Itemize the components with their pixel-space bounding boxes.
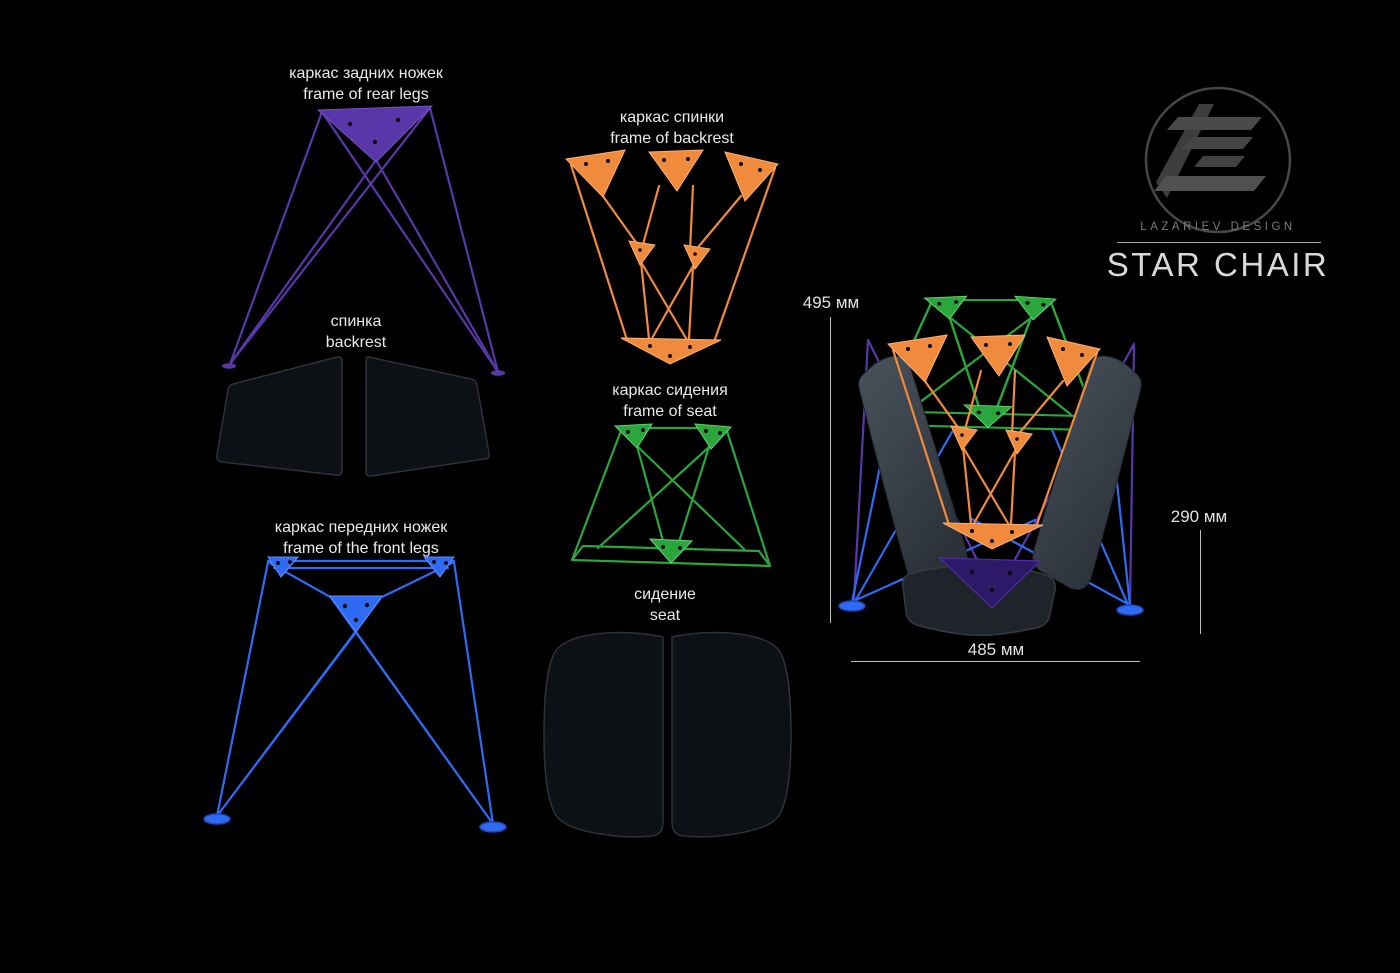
- label-seat-en: seat: [649, 606, 681, 624]
- seat-panel-left: [543, 631, 664, 838]
- dim-backrest-height-label: 290 мм: [1170, 507, 1228, 526]
- rear-legs-frame-drawing: [222, 105, 505, 376]
- rear-leg-foot-right: [491, 370, 505, 376]
- label-backrest: спинка backrest: [326, 312, 386, 354]
- brand-product-title: STAR CHAIR: [1106, 246, 1330, 283]
- logo-circle: [1144, 86, 1292, 234]
- dim-height-line: [830, 317, 831, 623]
- label-backrest-frame: каркас спинки frame of backrest: [610, 108, 734, 150]
- dim-backrest-height-line: [1200, 530, 1201, 634]
- label-seat: сидение seat: [634, 585, 696, 627]
- label-rear-legs-ru: каркас задних ножек: [289, 65, 443, 82]
- label-seat-ru: сидение: [634, 586, 696, 603]
- label-rear-legs-en: frame of rear legs: [303, 85, 429, 103]
- front-leg-foot-right: [479, 821, 507, 833]
- rear-legs-plate: [316, 105, 434, 163]
- assembled-chair-drawing: [838, 295, 1144, 637]
- assembled-foot-left: [838, 600, 866, 612]
- label-backrest-en: backrest: [325, 333, 387, 351]
- brand-company: LAZARIEV DESIGN: [1140, 221, 1296, 233]
- rear-legs-struts: [228, 106, 500, 374]
- label-backrest-frame-ru: каркас спинки: [619, 109, 725, 126]
- seat-panels-drawing: [543, 631, 792, 838]
- backrest-panel-left: [216, 356, 343, 476]
- front-legs-struts: [215, 559, 495, 826]
- label-front-legs: каркас передних ножек frame of the front…: [275, 518, 448, 560]
- backrest-panel-right: [365, 356, 490, 477]
- front-legs-frame-drawing: [203, 556, 507, 833]
- assembled-backrest-panel-left: [858, 355, 968, 591]
- label-front-legs-ru: каркас передних ножек: [274, 519, 448, 536]
- front-legs-center-plate: [329, 595, 383, 633]
- label-seat-frame-ru: каркас сидения: [612, 382, 728, 399]
- backrest-frame-drawing: [564, 148, 780, 366]
- front-leg-foot-left: [203, 813, 231, 825]
- label-front-legs-en: frame of the front legs: [283, 539, 439, 557]
- label-seat-frame-en: frame of seat: [623, 402, 717, 420]
- rear-leg-foot-left: [222, 363, 236, 369]
- lazariev-logo-emblem: [1144, 86, 1292, 234]
- dim-width-line: [851, 661, 1140, 662]
- label-seat-frame: каркас сидения frame of seat: [612, 381, 727, 423]
- seat-frame-drawing: [570, 422, 772, 568]
- label-backrest-ru: спинка: [330, 313, 382, 330]
- label-rear-legs: каркас задних ножек frame of rear legs: [289, 64, 443, 106]
- seat-panel-right: [671, 631, 792, 838]
- assembled-mount-plate: [938, 557, 1042, 609]
- backrest-panels-drawing: [216, 356, 490, 477]
- label-backrest-frame-en: frame of backrest: [610, 129, 734, 147]
- assembled-foot-right: [1116, 604, 1144, 616]
- assembled-backrest-panel-right: [1032, 355, 1142, 591]
- dim-width-label: 485 мм: [967, 640, 1025, 659]
- brand-divider: [1117, 242, 1321, 243]
- logo-z-mark: [1154, 104, 1266, 198]
- dim-height-label: 495 мм: [802, 293, 860, 312]
